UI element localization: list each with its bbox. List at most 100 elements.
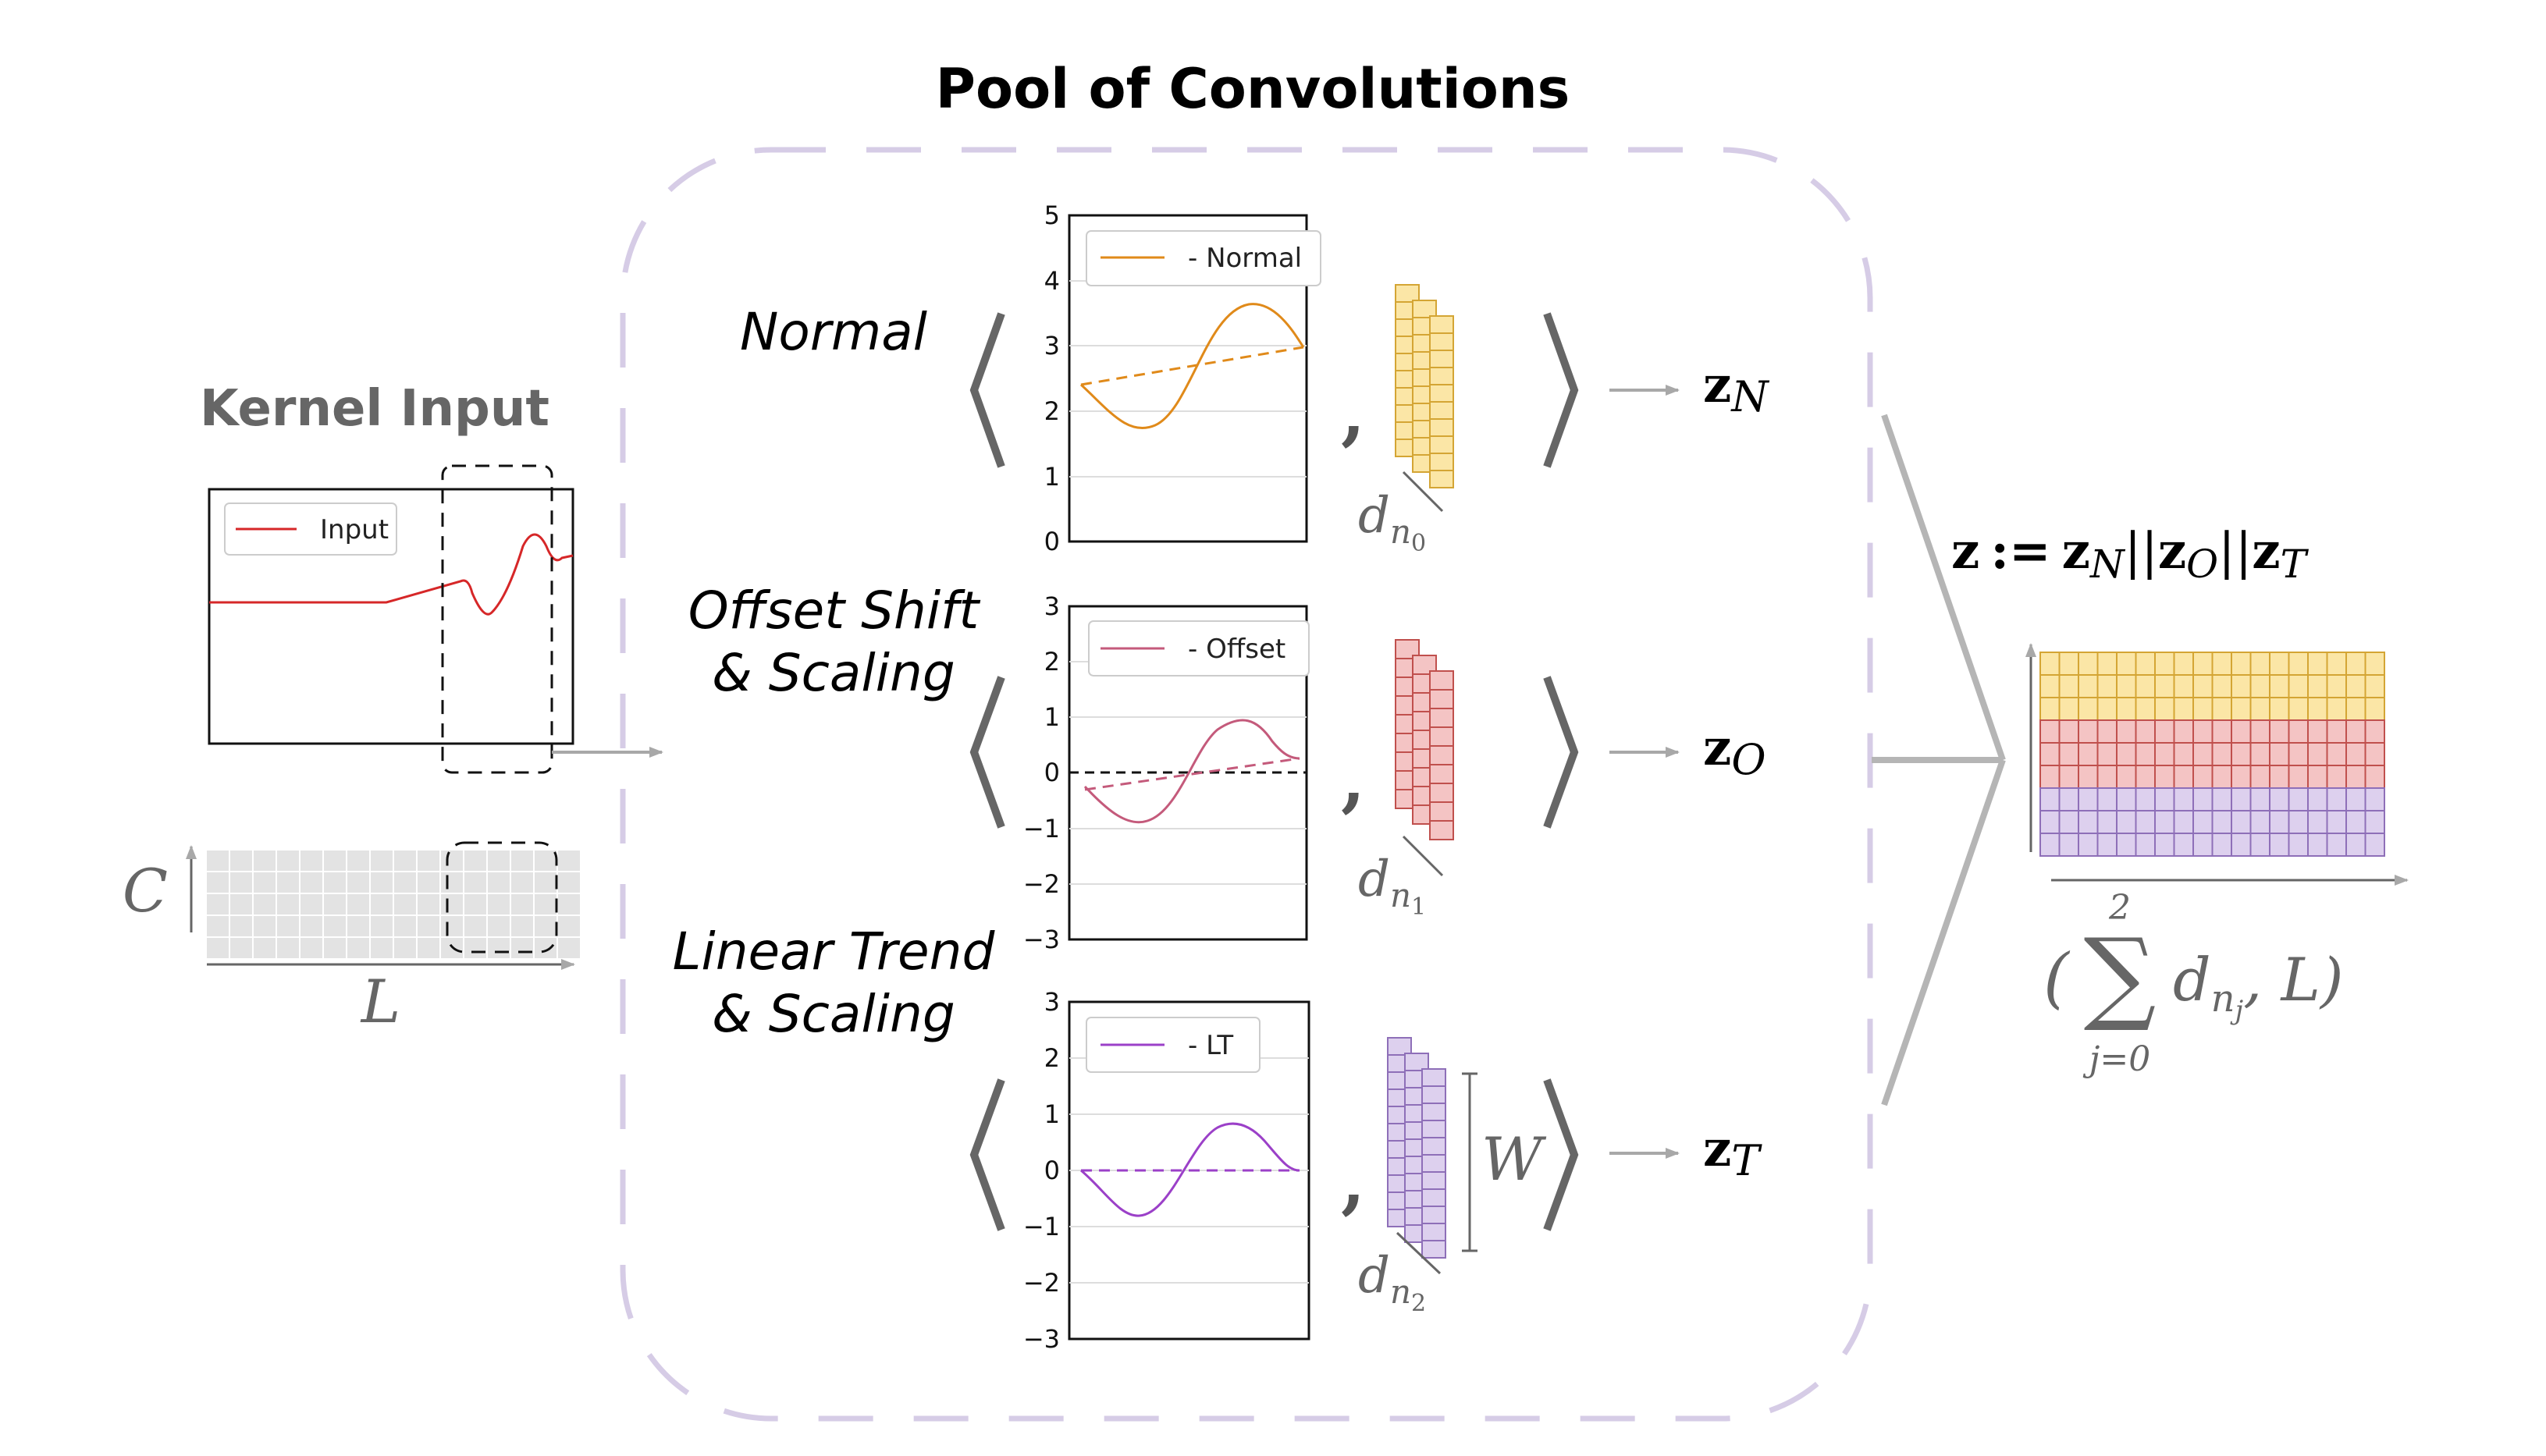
input-grid-cell [277, 938, 299, 958]
input-grid-cell [324, 916, 346, 936]
concat-grid-cell [2326, 765, 2347, 789]
input-grid-cell [488, 872, 510, 893]
concat-grid-cell [2154, 697, 2175, 721]
row-lt-ytick: −2 [1023, 1268, 1060, 1298]
concat-grid-cell [2345, 652, 2366, 676]
input-grid-cell [371, 851, 393, 871]
kernel-cell [1429, 820, 1454, 840]
row-offset-label-line-0: Offset Shift [688, 581, 981, 641]
input-grid-cell [441, 851, 463, 871]
concat-grid-cell [2154, 765, 2175, 789]
input-grid-cell [558, 851, 580, 871]
concat-grid-cell [2135, 787, 2156, 811]
row-normal-ytick: 5 [1044, 201, 1060, 230]
input-grid-cell [230, 851, 252, 871]
concat-grid-cell [2039, 697, 2061, 721]
kernel-cell [1404, 1053, 1429, 1071]
concat-grid-cell [2135, 652, 2156, 676]
input-grid-cell [418, 938, 439, 958]
input-grid-cell [511, 894, 533, 914]
row-lt-right-bracket [1543, 1078, 1579, 1231]
input-grid [207, 851, 580, 958]
input-window-dashed [441, 464, 553, 774]
kernel-cell [1429, 350, 1454, 368]
concat-grid-cell [2135, 674, 2156, 698]
input-grid-cell [300, 916, 322, 936]
input-grid-cell [535, 851, 556, 871]
concat-grid-cell [2364, 719, 2385, 744]
concat-grid-cell [2211, 765, 2232, 789]
input-grid-cell [511, 872, 533, 893]
row-lt-legend-text: - LT [1188, 1030, 1233, 1061]
concat-grid-cell [2345, 697, 2366, 721]
concat-grid-cell [2116, 719, 2137, 744]
concat-grid-cell [2364, 652, 2385, 676]
row-normal-comma: , [1341, 371, 1365, 454]
kernel-cell [1395, 284, 1420, 303]
row-normal-ytick: 1 [1044, 462, 1060, 492]
concat-grid-cell [2307, 697, 2328, 721]
row-offset-right-bracket [1543, 676, 1579, 829]
input-grid-cell [300, 851, 322, 871]
concat-grid-cell [2211, 652, 2232, 676]
row-offset-depth-symbol: dn1 [1358, 851, 1426, 921]
row-offset-ytick: −2 [1023, 869, 1060, 899]
concat-grid-cell [2307, 674, 2328, 698]
concat-grid-cell [2364, 742, 2385, 766]
concat-grid-cell [2288, 787, 2309, 811]
row-offset-ytick: −3 [1023, 925, 1060, 954]
concat-grid-cell [2058, 719, 2079, 744]
input-grid-cell [230, 938, 252, 958]
input-grid-cell [394, 938, 416, 958]
concat-grid-cell [2326, 810, 2347, 834]
concat-grid-cell [2173, 652, 2194, 676]
concat-grid-cell [2135, 719, 2156, 744]
merge-line-bottom [1881, 758, 2006, 1106]
concat-grid-cell [2039, 787, 2061, 811]
row-normal-depth-symbol: dn0 [1358, 487, 1426, 557]
concat-grid-cell [2096, 765, 2118, 789]
concat-grid-cell [2326, 674, 2347, 698]
concat-grid-cell [2364, 787, 2385, 811]
input-grid-cell [558, 938, 580, 958]
concat-grid-cell [2231, 742, 2252, 766]
concat-grid-cell [2116, 697, 2137, 721]
concat-grid-cell [2192, 765, 2214, 789]
input-grid-cell [535, 916, 556, 936]
concat-grid-cell [2288, 674, 2309, 698]
input-grid-cell [558, 916, 580, 936]
concat-grid-cell [2345, 810, 2366, 834]
concat-grid-cell [2249, 765, 2270, 789]
concat-grid-cell [2078, 697, 2099, 721]
row-lt-ytick: 3 [1044, 987, 1060, 1017]
input-grid-cell [277, 872, 299, 893]
input-grid-cell [441, 894, 463, 914]
concat-grid-cell [2249, 787, 2270, 811]
concat-grid-cell [2326, 652, 2347, 676]
concat-grid [2039, 652, 2385, 857]
concat-grid-cell [2096, 719, 2118, 744]
concat-grid-cell [2211, 697, 2232, 721]
row-offset-ytick: 2 [1044, 647, 1060, 677]
input-grid-cell [347, 851, 369, 871]
concat-grid-cell [2288, 742, 2309, 766]
concat-grid-cell [2307, 787, 2328, 811]
input-grid-cell [230, 872, 252, 893]
row-offset-comma: , [1341, 738, 1365, 821]
row-lt-label-line-1: & Scaling [712, 984, 955, 1044]
row-lt: Linear Trend & Scaling −3 −2 −1 0 1 2 3 … [673, 922, 1763, 1354]
input-grid-cell [207, 938, 229, 958]
concat-grid-cell [2231, 833, 2252, 857]
concat-grid-cell [2116, 742, 2137, 766]
row-normal-output: zN [1703, 356, 1769, 421]
concat-grid-cell [2039, 674, 2061, 698]
input-grid-cell [488, 916, 510, 936]
row-normal-ytick: 3 [1044, 331, 1060, 360]
input-grid-cell [558, 894, 580, 914]
row-normal-ytick: 0 [1044, 527, 1060, 556]
row-normal-label-line-0: Normal [740, 302, 928, 362]
concat-grid-cell [2096, 787, 2118, 811]
concat-grid-cell [2116, 674, 2137, 698]
row-normal-depth-tick [1402, 471, 1444, 513]
